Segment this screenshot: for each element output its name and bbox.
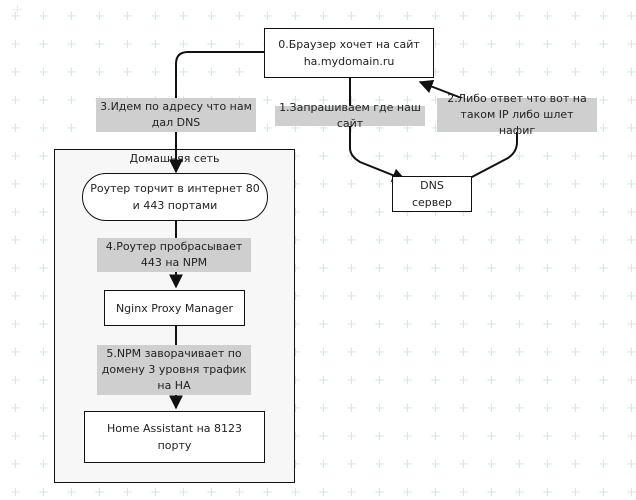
edge-browser-to-router [169,51,264,174]
edge-label-2: 2.Либо ответ что вот на таком IP либо шл… [437,92,597,137]
dns-server-node: DNS сервер [392,176,472,212]
edge-label-4: 4.Роутер пробрасывает 443 на NPM [97,238,251,272]
edge-browser-to-dns [349,78,407,182]
npm-node: Nginx Proxy Manager [104,290,245,326]
edge-label-3: 3.Идем по адресу что нам дал DNS [96,98,256,132]
edge-label-1-text: 1.Запрашиваем где наш сайт [279,101,421,130]
npm-label: Nginx Proxy Manager [115,301,234,315]
browser-node: 0.Браузер хочет на сайт ha.mydomain.ru [264,28,434,78]
router-label: Роутер торчит в интернет 80 и 443 портам… [90,182,260,212]
router-node: Роутер торчит в интернет 80 и 443 портам… [82,173,268,221]
home-assistant-node: Home Assistant на 8123 порту [84,411,265,463]
edge-label-1: 1.Запрашиваем где наш сайт [275,101,425,130]
dns-server-label: DNS сервер [411,179,453,209]
edge-label-2-text: 2.Либо ответ что вот на таком IP либо шл… [447,92,587,137]
home-assistant-label: Home Assistant на 8123 порту [106,422,242,452]
edge-label-3-text: 3.Идем по адресу что нам дал DNS [100,100,252,129]
edge-label-5: 5.NPM заворачивает по домену 3 уровня тр… [97,345,251,395]
edge-label-4-text: 4.Роутер пробрасывает 443 на NPM [105,240,243,269]
edge-label-5-text: 5.NPM заворачивает по домену 3 уровня тр… [101,347,247,392]
browser-node-label: 0.Браузер хочет на сайт ha.mydomain.ru [278,38,420,68]
home-network-title: Домашняя сеть [129,152,220,165]
